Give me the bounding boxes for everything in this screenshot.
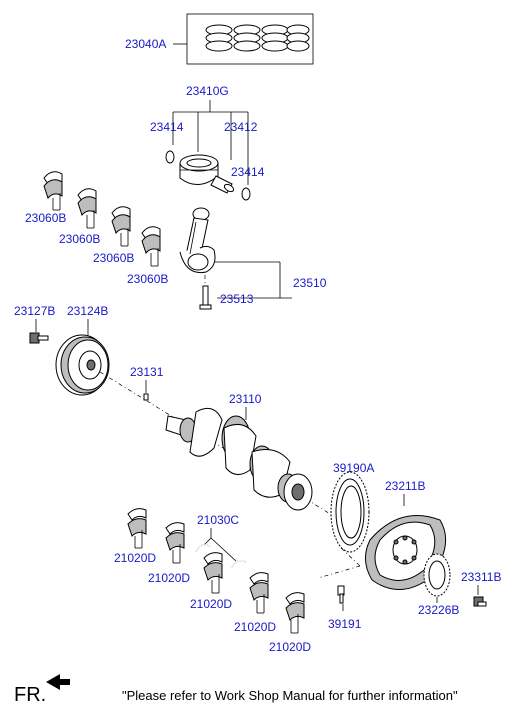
label-23414-left: 23414 bbox=[150, 120, 184, 134]
ring-stack-1 bbox=[205, 24, 233, 52]
con-rod-bearing-3 bbox=[111, 206, 131, 247]
drive-plate-bolt bbox=[473, 596, 487, 607]
ring-gear bbox=[330, 471, 370, 553]
label-23060B-1: 23060B bbox=[25, 211, 66, 225]
label-39190A: 39190A bbox=[333, 461, 374, 475]
label-23060B-4: 23060B bbox=[127, 272, 168, 286]
con-rod-bearing-1 bbox=[43, 171, 63, 211]
piston bbox=[179, 154, 219, 185]
snap-ring-left bbox=[165, 150, 175, 164]
label-21030C: 21030C bbox=[197, 513, 239, 527]
label-23211B: 23211B bbox=[385, 479, 425, 493]
label-23311B: 23311B bbox=[461, 570, 501, 584]
piston-leaders bbox=[172, 100, 249, 185]
main-bearing-4 bbox=[249, 572, 269, 614]
label-21020D-1: 21020D bbox=[114, 551, 156, 565]
label-21020D-2: 21020D bbox=[148, 571, 190, 585]
main-bearing-2 bbox=[165, 522, 185, 564]
con-rod-bolt bbox=[199, 285, 212, 310]
pulley-bolt bbox=[29, 332, 49, 344]
main-bearing-1 bbox=[127, 508, 147, 549]
con-rod-bearing-2 bbox=[77, 188, 97, 229]
footer-note: "Please refer to Work Shop Manual for fu… bbox=[122, 688, 458, 703]
label-23060B-3: 23060B bbox=[93, 251, 134, 265]
label-23110: 23110 bbox=[229, 392, 262, 406]
ring-stack-4 bbox=[286, 24, 310, 52]
main-bearing-3 bbox=[203, 552, 223, 594]
label-21020D-4: 21020D bbox=[234, 620, 276, 634]
label-23131: 23131 bbox=[130, 365, 164, 379]
thrust-washer-1 bbox=[195, 544, 211, 553]
label-23410G: 23410G bbox=[186, 84, 229, 98]
label-21020D-3: 21020D bbox=[190, 597, 232, 611]
label-23060B-2: 23060B bbox=[59, 232, 100, 246]
label-23127B: 23127B bbox=[14, 304, 55, 318]
label-23226B: 23226B bbox=[418, 603, 459, 617]
label-23513: 23513 bbox=[220, 292, 254, 306]
adapter-plate bbox=[423, 553, 451, 597]
crankshaft bbox=[165, 407, 313, 511]
con-rod-bearing-4 bbox=[141, 226, 161, 267]
ring-stack-2 bbox=[233, 24, 261, 52]
arrow-left-icon bbox=[46, 674, 70, 690]
main-bearing-5 bbox=[285, 592, 305, 634]
label-39191: 39191 bbox=[328, 617, 362, 631]
label-23124B: 23124B bbox=[67, 304, 108, 318]
label-23040A: 23040A bbox=[125, 37, 166, 51]
crankshaft-pulley bbox=[55, 334, 110, 396]
front-direction-label: FR. bbox=[14, 684, 46, 706]
ring-stack-3 bbox=[261, 24, 289, 52]
label-23414-right: 23414 bbox=[231, 165, 265, 179]
snap-ring-right bbox=[241, 187, 251, 201]
label-23412: 23412 bbox=[224, 120, 258, 134]
piston-pin bbox=[210, 175, 235, 194]
crankshaft-key bbox=[143, 393, 149, 401]
sensor-bolt bbox=[337, 585, 345, 604]
thrust-washer-2 bbox=[231, 560, 247, 569]
label-21020D-5: 21020D bbox=[269, 640, 311, 654]
label-23510: 23510 bbox=[293, 276, 327, 290]
connecting-rod bbox=[179, 207, 216, 274]
piston-ring-set bbox=[173, 13, 314, 65]
